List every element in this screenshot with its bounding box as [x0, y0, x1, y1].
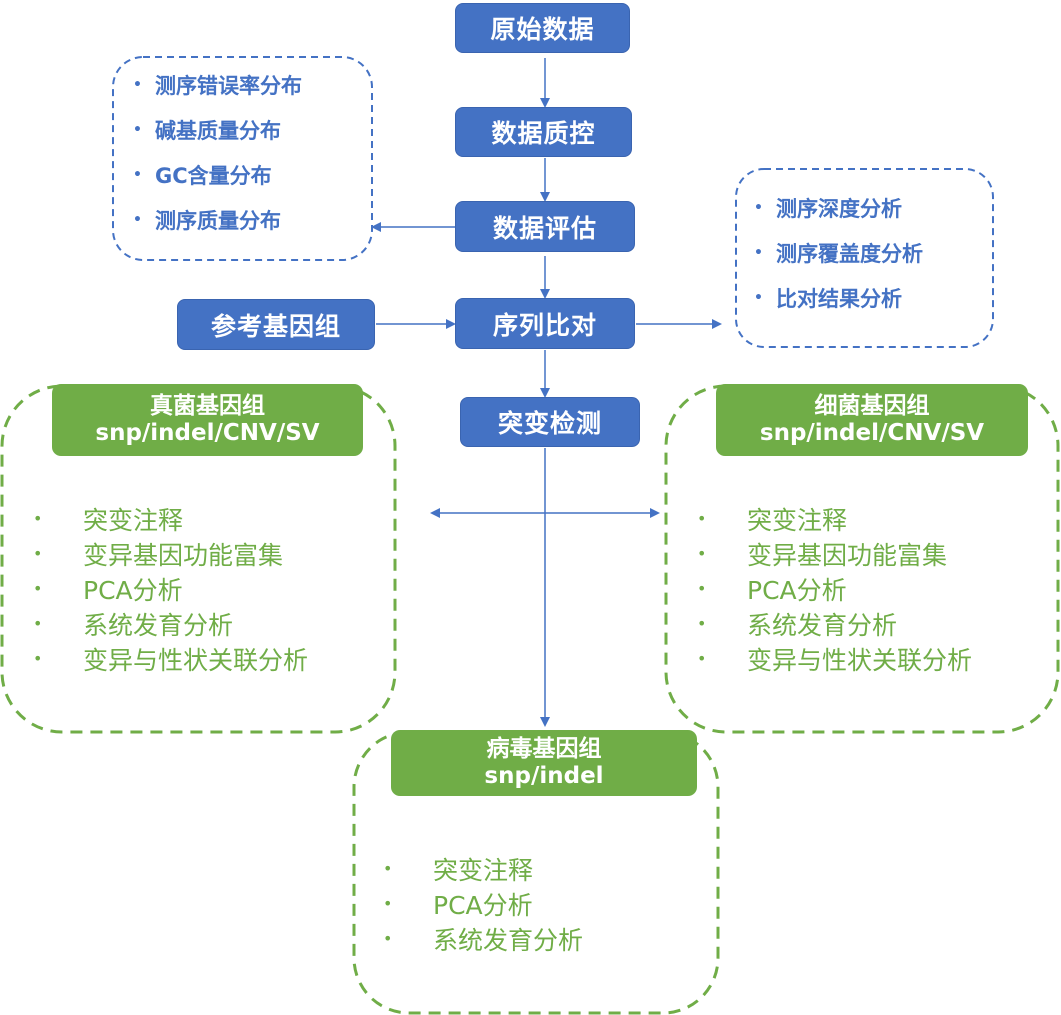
step-data-evaluation: 数据评估: [455, 201, 635, 252]
list-item-label: 测序错误率分布: [155, 73, 302, 98]
bullet-icon: •: [133, 121, 142, 138]
bullet-icon: •: [33, 509, 43, 528]
step-raw-data-label: 原始数据: [490, 15, 595, 44]
viral-genome-subtitle: snp/indel: [484, 763, 604, 789]
list-item: • 变异基因功能富集: [697, 536, 972, 571]
list-item: • 变异与性状关联分析: [697, 641, 972, 676]
bullet-icon: •: [754, 244, 763, 261]
step-quality-control: 数据质控: [455, 107, 632, 157]
step-sequence-alignment-label: 序列比对: [492, 310, 597, 340]
bullet-icon: •: [133, 166, 142, 183]
bullet-icon: •: [383, 859, 393, 878]
list-item-label: 变异基因功能富集: [747, 540, 948, 570]
list-item: • 突变注释: [33, 501, 308, 536]
list-item: • 突变注释: [697, 501, 972, 536]
bullet-icon: •: [33, 649, 43, 668]
bacterial-analysis-list: • 突变注释 • 变异基因功能富集 • PCA分析 • 系统发育分析 • 变异与性状关联分…: [697, 501, 972, 676]
fungal-genome-title: 真菌基因组: [150, 393, 265, 419]
list-item: • 测序深度分析: [736, 185, 923, 230]
list-item: • 碱基质量分布: [115, 107, 302, 152]
list-item-label: 系统发育分析: [433, 925, 584, 955]
list-item: • 系统发育分析: [697, 606, 972, 641]
list-item: • 变异与性状关联分析: [33, 641, 308, 676]
step-data-evaluation-label: 数据评估: [492, 213, 597, 243]
list-item-label: 变异与性状关联分析: [747, 645, 973, 675]
list-item: • 系统发育分析: [33, 606, 308, 641]
list-item-label: PCA分析: [433, 890, 533, 920]
step-quality-control-label: 数据质控: [491, 119, 596, 148]
evaluation-details-list: • 测序错误率分布 • 碱基质量分布 • GC含量分布 • 测序质量分布: [115, 62, 302, 242]
bullet-icon: •: [697, 509, 707, 528]
list-item-label: 变异与性状关联分析: [83, 645, 309, 675]
list-item: • GC含量分布: [115, 152, 302, 197]
bullet-icon: •: [33, 544, 43, 563]
bullet-icon: •: [133, 76, 142, 93]
step-mutation-detection: 突变检测: [460, 397, 640, 447]
list-item-label: 碱基质量分布: [155, 118, 281, 143]
bullet-icon: •: [133, 211, 142, 228]
bullet-icon: •: [33, 614, 43, 633]
list-item-label: 比对结果分析: [776, 286, 902, 311]
bacterial-genome-title: 细菌基因组: [814, 393, 930, 419]
viral-genome-header: 病毒基因组 snp/indel: [391, 730, 697, 796]
bacterial-container: [664, 384, 1060, 734]
bacterial-genome-subtitle: snp/indel/CNV/SV: [759, 420, 985, 446]
list-item-label: 测序覆盖度分析: [776, 241, 923, 266]
list-item: • PCA分析: [383, 886, 583, 921]
alignment-details-container: [735, 168, 994, 348]
step-raw-data: 原始数据: [455, 3, 630, 53]
step-reference-genome: 参考基因组: [177, 299, 375, 350]
list-item: • PCA分析: [33, 571, 308, 606]
list-item: • PCA分析: [697, 571, 972, 606]
bullet-icon: •: [697, 649, 707, 668]
list-item: • 测序覆盖度分析: [736, 230, 923, 275]
fungal-analysis-list: • 突变注释 • 变异基因功能富集 • PCA分析 • 系统发育分析 • 变异与性状关联分…: [33, 501, 308, 676]
bullet-icon: •: [33, 579, 43, 598]
list-item-label: 系统发育分析: [747, 610, 898, 640]
list-item-label: 系统发育分析: [83, 610, 234, 640]
bullet-icon: •: [383, 894, 393, 913]
fungal-genome-header: 真菌基因组 snp/indel/CNV/SV: [52, 384, 363, 456]
step-sequence-alignment: 序列比对: [455, 298, 635, 349]
step-reference-genome-label: 参考基因组: [210, 311, 341, 341]
bullet-icon: •: [697, 544, 707, 563]
list-item-label: 突变注释: [83, 505, 184, 535]
list-item-label: 测序深度分析: [776, 196, 902, 221]
list-item-label: PCA分析: [83, 575, 183, 605]
list-item: • 比对结果分析: [736, 275, 923, 320]
list-item-label: PCA分析: [747, 575, 847, 605]
list-item: • 变异基因功能富集: [33, 536, 308, 571]
bullet-icon: •: [754, 199, 763, 216]
bacterial-genome-header: 细菌基因组 snp/indel/CNV/SV: [716, 384, 1028, 456]
bullet-icon: •: [697, 614, 707, 633]
list-item: • 系统发育分析: [383, 921, 583, 956]
list-item: • 测序错误率分布: [115, 62, 302, 107]
list-item-label: GC含量分布: [155, 163, 272, 188]
bullet-icon: •: [383, 929, 393, 948]
viral-genome-title: 病毒基因组: [486, 736, 602, 762]
step-mutation-detection-label: 突变检测: [497, 409, 602, 438]
viral-analysis-list: • 突变注释 • PCA分析 • 系统发育分析: [383, 851, 583, 956]
list-item-label: 测序质量分布: [155, 208, 281, 233]
fungal-genome-subtitle: snp/indel/CNV/SV: [95, 420, 320, 446]
list-item-label: 突变注释: [433, 855, 534, 885]
list-item-label: 突变注释: [747, 505, 848, 535]
list-item: • 测序质量分布: [115, 197, 302, 242]
bullet-icon: •: [697, 579, 707, 598]
list-item-label: 变异基因功能富集: [83, 540, 284, 570]
bullet-icon: •: [754, 289, 763, 306]
evaluation-details-container: [112, 56, 373, 261]
fungal-container: [0, 384, 397, 734]
alignment-details-list: • 测序深度分析 • 测序覆盖度分析 • 比对结果分析: [736, 185, 923, 320]
list-item: • 突变注释: [383, 851, 583, 886]
